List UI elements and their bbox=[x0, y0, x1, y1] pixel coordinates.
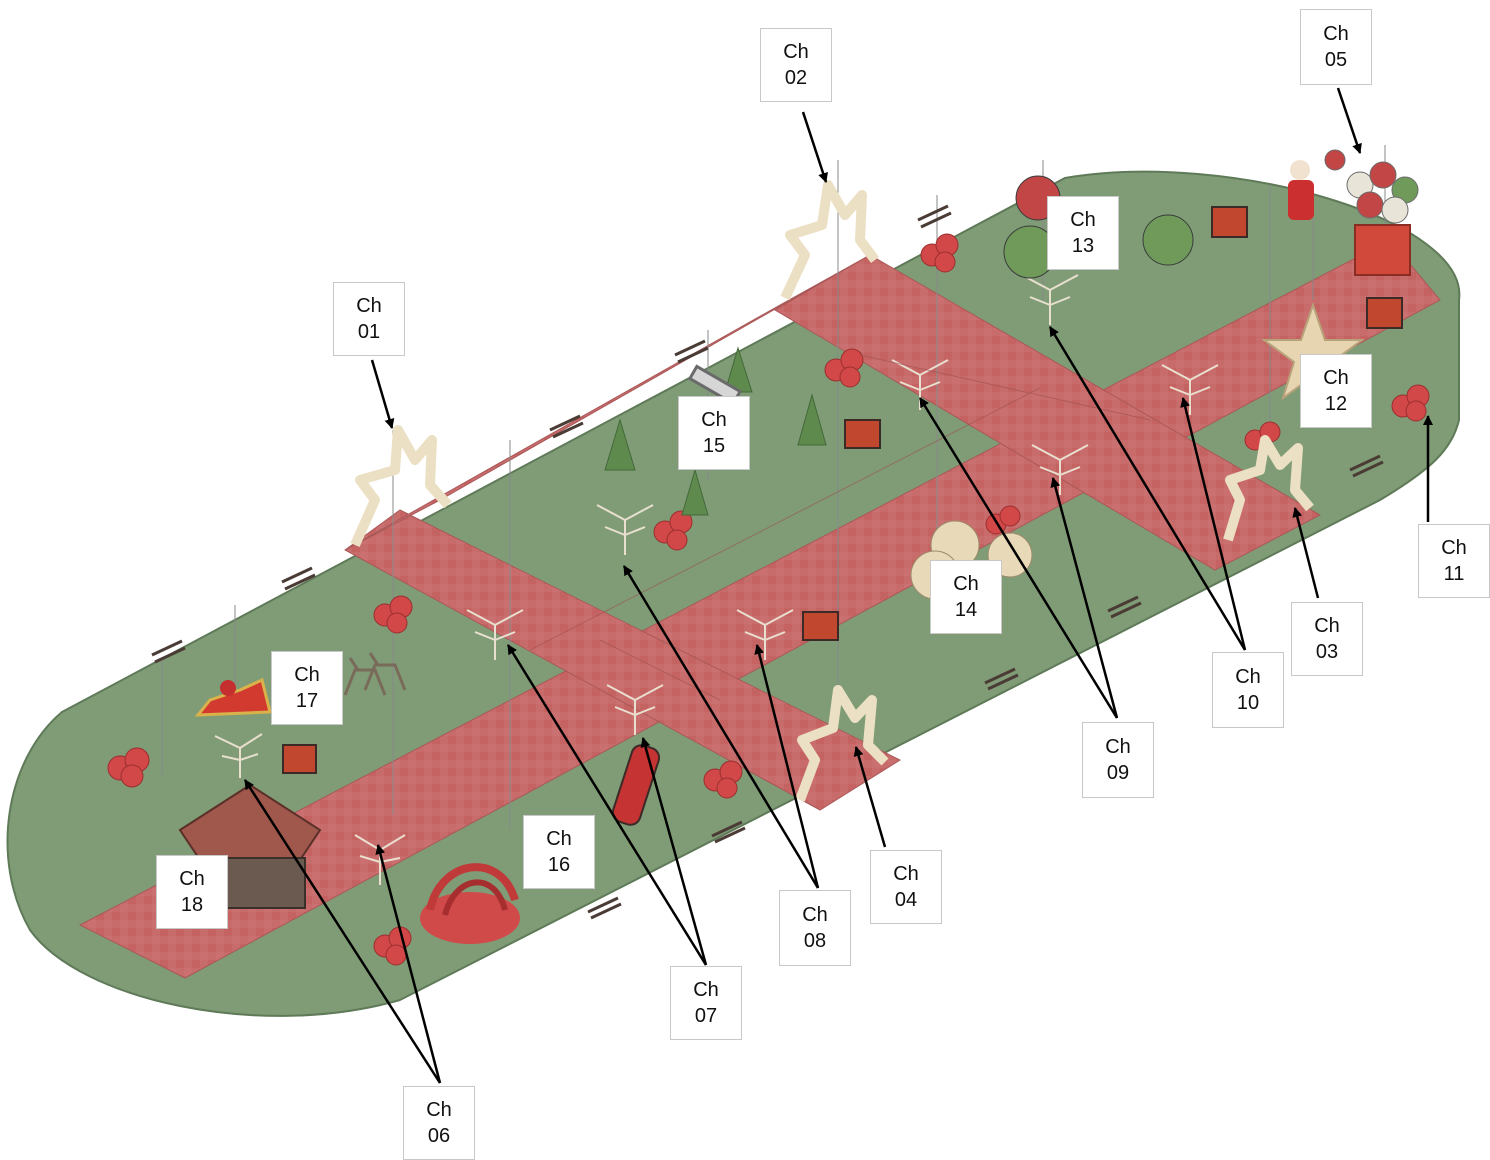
label-ch07: Ch 07 bbox=[670, 966, 742, 1040]
label-ch10: Ch 10 bbox=[1212, 652, 1284, 728]
label-ch04: Ch 04 bbox=[870, 850, 942, 924]
ornament-cluster-icon bbox=[107, 233, 1430, 966]
giant-ornament-icon bbox=[1003, 175, 1194, 279]
label-ch13: Ch 13 bbox=[1047, 196, 1119, 270]
gift-box-icon bbox=[282, 206, 1403, 774]
christmas-park-layout-diagram bbox=[6, 87, 1461, 1084]
label-ch08: Ch 08 bbox=[779, 890, 851, 966]
label-ch15: Ch 15 bbox=[678, 396, 750, 470]
label-ch02: Ch 02 bbox=[760, 28, 832, 102]
label-ch01: Ch 01 bbox=[333, 282, 405, 356]
label-ch11: Ch 11 bbox=[1418, 524, 1490, 598]
star-arch-icon bbox=[350, 180, 1314, 802]
label-ch14: Ch 14 bbox=[930, 560, 1002, 634]
label-ch03: Ch 03 bbox=[1291, 602, 1363, 676]
pine-tree-icon bbox=[604, 346, 827, 516]
label-ch17: Ch 17 bbox=[271, 651, 343, 725]
park-bench-icon bbox=[151, 204, 1384, 920]
label-ch18: Ch 18 bbox=[156, 855, 228, 929]
lit-bare-tree-icon bbox=[214, 274, 1219, 885]
label-ch12: Ch 12 bbox=[1300, 354, 1372, 428]
red-ring-sculpture-icon bbox=[420, 863, 520, 944]
walkway-icon bbox=[78, 239, 1441, 979]
label-ch16: Ch 16 bbox=[523, 815, 595, 889]
label-ch09: Ch 09 bbox=[1082, 722, 1154, 798]
santa-figure-icon bbox=[1288, 160, 1314, 220]
santa-sleigh-icon bbox=[194, 652, 407, 717]
label-ch05: Ch 05 bbox=[1300, 9, 1372, 85]
balloon-gift-icon bbox=[1324, 149, 1419, 276]
label-ch06: Ch 06 bbox=[403, 1086, 475, 1160]
callout-arrows bbox=[243, 87, 1433, 1084]
